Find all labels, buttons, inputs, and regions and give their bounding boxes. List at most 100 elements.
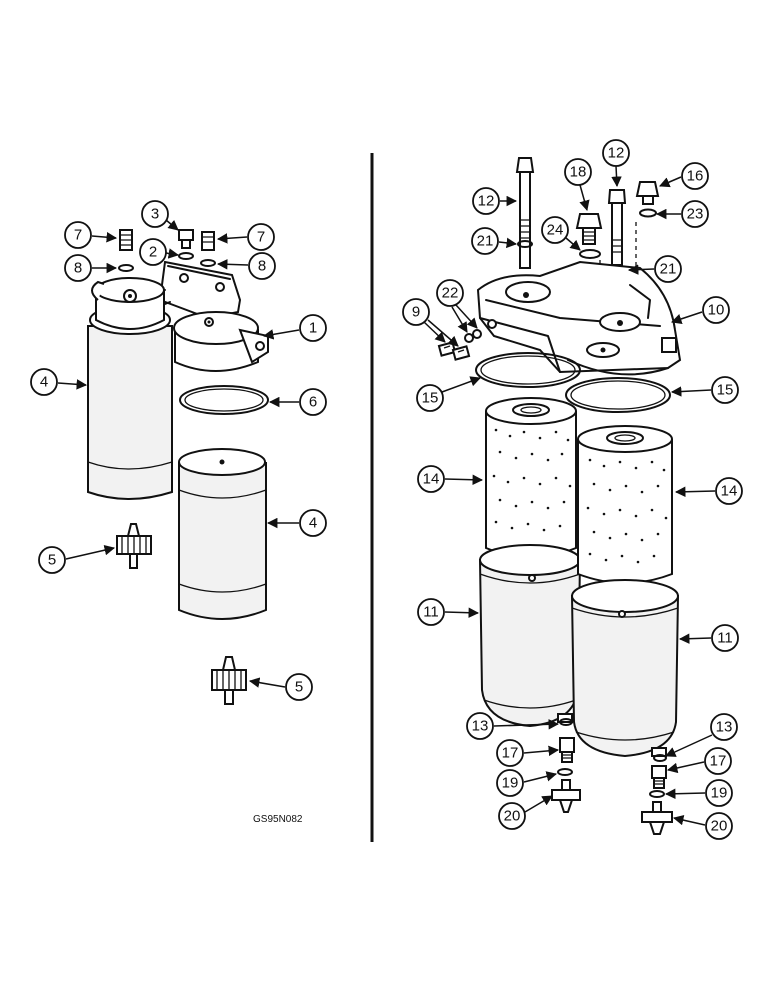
bolt-right [607, 189, 627, 266]
seal-ring-24 [579, 249, 601, 259]
callout-5-lower: 5 [248, 673, 313, 701]
figure-code: GS95N082 [253, 814, 303, 825]
o-ring-seal [179, 385, 269, 415]
left-assembly [87, 229, 269, 705]
svg-text:5: 5 [48, 552, 56, 569]
callout-23: 23 [655, 200, 709, 228]
svg-text:17: 17 [710, 753, 727, 770]
vent-plug-left [119, 229, 133, 251]
svg-text:4: 4 [40, 374, 48, 391]
callout-22: 22 [436, 279, 478, 333]
callout-11-left: 11 [417, 598, 480, 626]
svg-text:19: 19 [502, 775, 519, 792]
svg-text:8: 8 [258, 258, 266, 275]
bleed-screw [178, 229, 194, 249]
filter-bowl-front [178, 448, 267, 620]
callout-6: 6 [268, 388, 327, 416]
callout-2: 2 [139, 238, 180, 266]
o-ring-15-right [565, 377, 671, 413]
screw-pair [437, 341, 471, 361]
right-assembly [437, 157, 682, 835]
callout-19-right: 19 [664, 779, 733, 807]
washer-13-left [559, 718, 573, 726]
callout-21-right: 21 [627, 255, 682, 283]
callout-13-right: 13 [665, 713, 738, 757]
callout-15-left: 15 [416, 376, 481, 412]
callout-8-right: 8 [216, 252, 276, 280]
callout-9: 9 [402, 298, 459, 347]
washer-19-right [649, 790, 665, 798]
svg-text:13: 13 [472, 718, 489, 735]
svg-text:21: 21 [660, 261, 677, 278]
svg-text:24: 24 [547, 222, 564, 239]
washer-21-left [517, 240, 533, 248]
svg-text:23: 23 [687, 206, 704, 223]
callout-19-left: 19 [496, 769, 558, 797]
bolt-left [515, 157, 535, 269]
filter-head-front [173, 311, 269, 372]
drain-valve-20-left [551, 779, 581, 813]
callout-20-left: 20 [498, 795, 553, 830]
svg-text:12: 12 [608, 145, 625, 162]
svg-text:18: 18 [570, 164, 587, 181]
callout-4-lower: 4 [266, 509, 327, 537]
filter-element-left [485, 397, 577, 558]
drain-valve-upper [116, 523, 152, 569]
callout-20-right: 20 [672, 812, 733, 840]
right-callouts: 12 18 12 16 24 23 21 21 [402, 139, 743, 840]
callout-4-upper: 4 [30, 368, 88, 396]
svg-text:2: 2 [149, 244, 157, 261]
filter-element-right [577, 425, 673, 584]
callout-7-right: 7 [216, 223, 275, 251]
svg-text:11: 11 [717, 630, 733, 647]
svg-text:11: 11 [423, 604, 439, 621]
drain-valve-lower [211, 656, 247, 705]
callout-17-left: 17 [496, 739, 560, 767]
washer-22b [472, 329, 482, 339]
svg-text:19: 19 [711, 785, 728, 802]
svg-text:15: 15 [422, 390, 439, 407]
washer-center [178, 252, 194, 260]
svg-text:17: 17 [502, 745, 519, 762]
callout-12-right: 12 [602, 139, 630, 188]
svg-text:15: 15 [717, 382, 734, 399]
svg-text:3: 3 [151, 206, 159, 223]
svg-text:4: 4 [309, 515, 317, 532]
callout-16: 16 [659, 162, 709, 190]
drain-plug-17-right [651, 765, 667, 789]
filter-bowl-rear [87, 305, 173, 500]
svg-text:9: 9 [412, 304, 420, 321]
filter-head-twin [476, 260, 682, 376]
o-ring-seal-inner [184, 388, 264, 412]
callout-18: 18 [564, 158, 592, 212]
left-callouts: 7 3 7 2 8 8 1 4 [30, 200, 327, 701]
washer-19-left [557, 768, 573, 776]
callout-5-upper: 5 [38, 544, 116, 574]
washer-22a [464, 333, 474, 343]
svg-text:13: 13 [716, 719, 733, 736]
callout-7-left: 7 [64, 221, 118, 249]
svg-text:20: 20 [711, 818, 728, 835]
washer-13-right [653, 754, 667, 762]
svg-text:1: 1 [309, 320, 317, 337]
drain-plug-17-left [559, 737, 575, 763]
callout-14-left: 14 [417, 465, 484, 493]
filter-bowl-right [570, 579, 680, 758]
seal-ring-23 [639, 208, 657, 218]
callout-1: 1 [262, 314, 327, 342]
callout-14-right: 14 [674, 477, 743, 505]
callout-17-right: 17 [666, 747, 732, 775]
o-ring-15-left [475, 352, 581, 388]
svg-text:7: 7 [257, 229, 265, 246]
svg-text:16: 16 [687, 168, 704, 185]
svg-text:14: 14 [423, 471, 440, 488]
svg-text:14: 14 [721, 483, 738, 500]
svg-text:6: 6 [309, 394, 317, 411]
svg-text:22: 22 [442, 285, 459, 302]
filter-bowl-left [478, 544, 582, 728]
svg-text:7: 7 [74, 227, 82, 244]
svg-text:20: 20 [504, 808, 521, 825]
callout-10: 10 [671, 296, 730, 324]
callout-13-left: 13 [466, 712, 560, 740]
